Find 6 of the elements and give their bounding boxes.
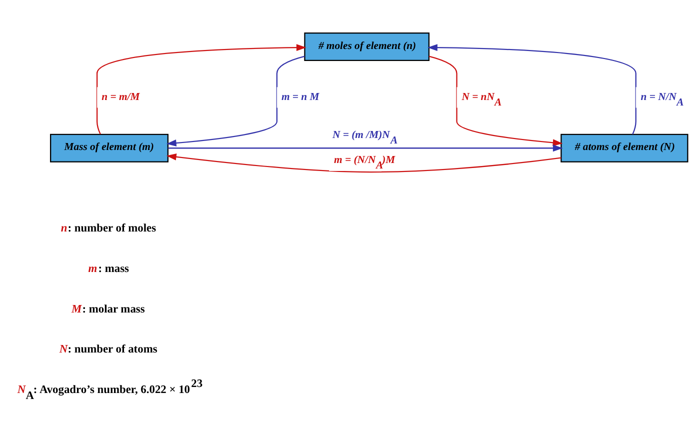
edge-label: n = m/M (102, 91, 140, 102)
label: M: molar mass (72, 302, 145, 315)
edge-label: m = n M (281, 91, 320, 102)
label: n: number of moles (60, 222, 156, 234)
label: m: mass (88, 262, 129, 274)
label: N: number of atoms (59, 343, 158, 356)
